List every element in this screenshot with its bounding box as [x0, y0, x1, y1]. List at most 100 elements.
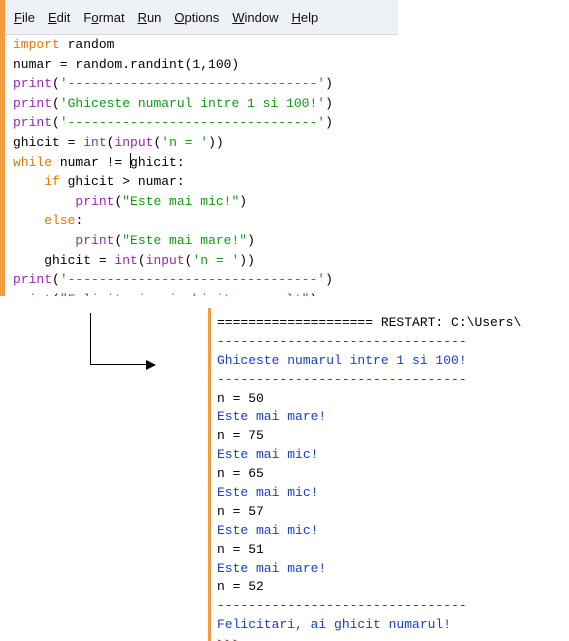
code-token: (	[52, 115, 60, 131]
code-line: print('Ghiceste numarul intre 1 si 100!'…	[13, 94, 333, 114]
shell-line: n = 65	[217, 466, 264, 482]
code-token: (	[153, 134, 162, 150]
code-token: 'n = '	[192, 252, 240, 268]
code-token	[13, 174, 44, 189]
code-token: (	[52, 76, 60, 92]
code-token: random	[59, 37, 115, 52]
code-line: numar = random.randint(1,100)	[13, 55, 333, 75]
code-token: (	[106, 134, 115, 150]
menu-item-window[interactable]: Window	[232, 9, 279, 25]
code-token: (	[114, 193, 123, 209]
code-token: if	[44, 174, 60, 190]
code-line: else:	[13, 211, 333, 231]
code-token: ))	[239, 252, 255, 268]
shell-line: --------------------------------	[217, 598, 467, 614]
menu-bar: File Edit Format Run Options Window Help	[5, 0, 398, 35]
text-cursor	[130, 152, 132, 168]
code-token: '--------------------------------'	[59, 272, 326, 288]
code-token: ghicit =	[13, 252, 115, 268]
code-token: ))	[208, 134, 224, 150]
shell-line: Este mai mare!	[217, 560, 327, 576]
code-line: if ghicit > numar:	[13, 172, 333, 192]
code-token: (	[137, 252, 146, 268]
shell-prompt: >>>	[217, 635, 521, 641]
menu-item-edit[interactable]: Edit	[47, 9, 71, 25]
code-token: print	[13, 76, 53, 92]
code-token: 'Ghiceste numarul intre 1 si 100!'	[59, 95, 326, 111]
shell-window: ==================== RESTART: C:\Users\ -…	[208, 308, 569, 641]
shell-line: Felicitari, ai ghicit numarul!	[217, 617, 452, 633]
arrow-connector-horizontal	[90, 364, 148, 365]
editor-window: File Edit Format Run Options Window Help impor…	[0, 0, 398, 296]
code-token: else	[44, 213, 76, 229]
code-token: )	[309, 292, 317, 296]
code-token: '--------------------------------'	[59, 76, 326, 92]
code-token: )	[325, 76, 333, 92]
menu-item-options[interactable]: Options	[174, 9, 220, 25]
menu-item-run[interactable]: Run	[137, 9, 162, 25]
shell-line: --------------------------------	[217, 333, 467, 349]
arrow-right-icon	[146, 360, 156, 370]
code-token: (	[52, 95, 60, 111]
code-token: int	[114, 252, 138, 268]
code-token: (	[184, 252, 193, 268]
menu-item-help[interactable]: Help	[291, 9, 319, 25]
code-token: numar !=	[52, 154, 131, 170]
code-token: 'n = '	[161, 134, 209, 150]
code-token: :	[75, 213, 84, 229]
code-line: print('--------------------------------'…	[13, 270, 333, 290]
code-token: numar = random.randint(1,100)	[13, 56, 240, 72]
code-token: (	[52, 272, 60, 288]
code-line: print('--------------------------------'…	[13, 74, 333, 94]
code-token: print	[75, 193, 115, 209]
code-token	[13, 213, 44, 228]
code-token	[13, 233, 75, 248]
code-token: )	[247, 232, 255, 248]
shell-line: Este mai mic!	[217, 522, 319, 538]
code-token: input	[114, 134, 154, 150]
shell-line: --------------------------------	[217, 371, 467, 387]
code-token: ghicit > numar:	[59, 174, 185, 190]
code-line: print("Este mai mic!")	[13, 192, 333, 212]
code-line: ghicit = int(input('n = '))	[13, 133, 333, 153]
code-token: print	[75, 232, 115, 248]
shell-line: n = 52	[217, 579, 264, 595]
code-token: import	[13, 37, 60, 52]
code-token: print	[13, 115, 53, 131]
code-token: print	[13, 292, 52, 296]
code-token: (	[114, 232, 123, 248]
code-token	[13, 194, 75, 209]
shell-line: ==================== RESTART: C:\Users\	[217, 315, 522, 330]
code-line: while numar != ghicit:	[13, 152, 333, 173]
shell-line: Este mai mic!	[217, 485, 319, 501]
code-token: input	[145, 252, 185, 268]
shell-output[interactable]: ==================== RESTART: C:\Users\ -…	[217, 314, 521, 641]
shell-line: Ghiceste numarul intre 1 si 100!	[217, 352, 467, 368]
code-token: "Este mai mic!"	[122, 193, 240, 209]
code-line: print("Felicitari, ai ghicit numarul!")	[13, 290, 333, 296]
code-token: )	[239, 193, 248, 209]
shell-line: n = 51	[217, 541, 264, 557]
code-token: print	[13, 272, 53, 288]
code-token: (	[52, 292, 60, 296]
code-token: '--------------------------------'	[59, 115, 326, 131]
shell-line: n = 50	[217, 390, 264, 406]
shell-line: Este mai mare!	[217, 409, 327, 425]
code-token: ghicit =	[13, 134, 84, 150]
code-line: print('--------------------------------'…	[13, 113, 333, 133]
code-token: )	[325, 95, 333, 111]
code-token: int	[83, 134, 107, 150]
menu-item-file[interactable]: File	[14, 9, 35, 25]
code-line: print("Este mai mare!")	[13, 231, 333, 251]
menu-item-format[interactable]: Format	[83, 9, 125, 25]
code-line: ghicit = int(input('n = '))	[13, 251, 333, 271]
code-token: print	[13, 95, 53, 111]
code-token: )	[325, 115, 333, 131]
code-token: "Felicitari, ai ghicit numarul!"	[60, 292, 310, 296]
code-token: ghicit:	[130, 154, 185, 170]
code-token: while	[13, 154, 53, 170]
code-token: )	[325, 272, 333, 288]
shell-line: n = 75	[217, 428, 264, 444]
code-line: import random	[13, 35, 333, 55]
